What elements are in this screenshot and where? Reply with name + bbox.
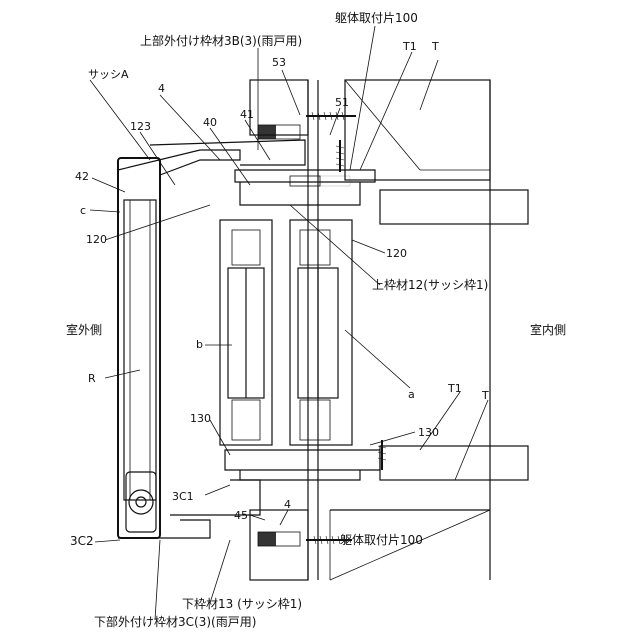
label-body-mount-bottom: 躯体取付片100 bbox=[340, 532, 423, 547]
label-130-left: 130 bbox=[190, 412, 211, 425]
label-top-frame-outer: 上部外付け枠材3B(3)(雨戸用) bbox=[140, 33, 302, 48]
label-R: R bbox=[88, 372, 96, 385]
label-53: 53 bbox=[272, 56, 286, 69]
label-40: 40 bbox=[203, 116, 217, 129]
lower-wood-board bbox=[380, 446, 528, 480]
label-120-left: 120 bbox=[86, 233, 107, 246]
label-4-top: 4 bbox=[158, 82, 165, 95]
label-outdoor: 室外側 bbox=[66, 322, 102, 337]
label-T1-bottom: T1 bbox=[447, 382, 462, 395]
upper-wood-board bbox=[380, 190, 528, 224]
label-bottom-frame-outer: 下部外付け枠材3C(3)(雨戸用) bbox=[94, 614, 256, 629]
sash-frames bbox=[220, 170, 380, 480]
label-120-right: 120 bbox=[386, 247, 407, 260]
label-a: a bbox=[408, 388, 415, 401]
label-body-mount-top: 躯体取付片100 bbox=[335, 10, 418, 25]
label-41: 41 bbox=[240, 108, 254, 121]
building-wall-structure bbox=[250, 80, 528, 580]
label-51: 51 bbox=[335, 96, 349, 109]
label-sash-A: サッシA bbox=[88, 68, 129, 81]
upper-structure-block bbox=[345, 80, 490, 180]
label-45: 45 bbox=[234, 509, 248, 522]
labels: 上部外付け枠材3B(3)(雨戸用) 躯体取付片100 T1 T 53 サッシA … bbox=[66, 10, 566, 629]
label-123: 123 bbox=[130, 120, 151, 133]
label-lower-frame: 下枠材13 (サッシ枠1) bbox=[182, 597, 302, 611]
label-T-bottom: T bbox=[481, 389, 489, 402]
label-upper-frame: 上枠材12(サッシ枠1) bbox=[372, 278, 488, 292]
label-130-right: 130 bbox=[418, 426, 439, 439]
label-T-top: T bbox=[431, 40, 439, 53]
label-T1-top: T1 bbox=[402, 40, 417, 53]
label-3C1: 3C1 bbox=[172, 490, 194, 503]
label-c: c bbox=[80, 204, 86, 217]
label-indoor: 室内側 bbox=[530, 322, 566, 337]
label-b: b bbox=[196, 338, 203, 351]
storm-shutter-case bbox=[118, 140, 305, 538]
label-42: 42 bbox=[75, 170, 89, 183]
label-4-bottom: 4 bbox=[284, 498, 291, 511]
label-3C2: 3C2 bbox=[70, 534, 94, 548]
